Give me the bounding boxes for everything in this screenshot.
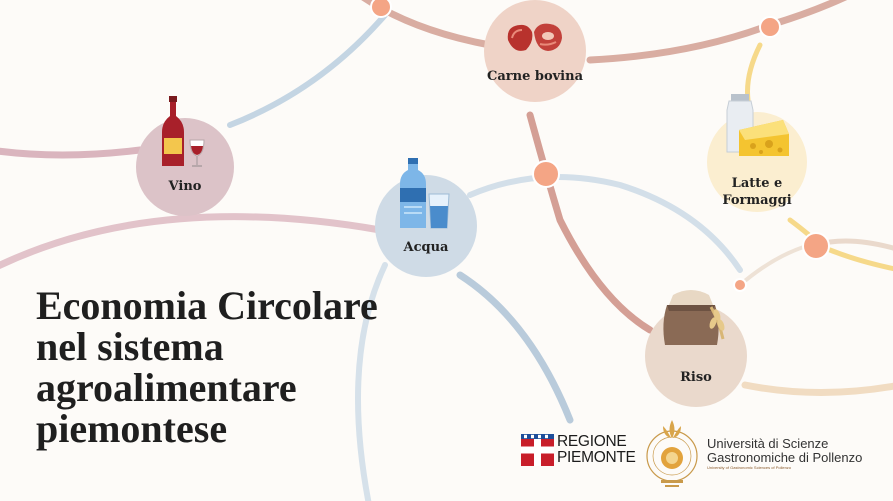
rice-sack-icon [663, 290, 725, 345]
node-label-carne: Carne bovina [487, 69, 583, 85]
regione-text: REGIONE PIEMONTE [557, 433, 636, 466]
node-latte-formaggi: Latte e Formaggi [707, 94, 807, 212]
arc-right-tan [827, 238, 893, 251]
unisg-seal-icon [646, 420, 698, 487]
arc-carne-right [586, 21, 774, 64]
wine-bottle-glass-icon [162, 96, 205, 167]
unisg-logo: Università di Scienze Gastronomiche di P… [645, 416, 862, 492]
arc-acqua-bottom [355, 262, 388, 501]
arc-acqua-riso [456, 271, 574, 424]
title-line: agroalimentare [36, 365, 297, 410]
unisg-text: Università di Scienze Gastronomiche di P… [707, 436, 863, 471]
node-vino: Vino [136, 96, 234, 216]
node-riso: Riso [645, 290, 747, 407]
node-label-riso: Riso [680, 370, 712, 386]
arc-middle-blue [467, 174, 743, 273]
junction-dot [759, 16, 781, 38]
title-line: nel sistema [36, 324, 224, 369]
arc-riso-left [738, 243, 812, 287]
node-label-latte: Latte e Formaggi [722, 175, 792, 209]
arc-latte-top [745, 42, 763, 103]
title-line: piemontese [36, 406, 228, 451]
piemonte-flag-icon [521, 434, 554, 466]
regione-piemonte-logo: REGIONE PIEMONTE [521, 434, 636, 466]
junction-dot [733, 278, 747, 292]
steak-icon [507, 23, 562, 51]
water-bottle-glass-icon [400, 158, 450, 229]
page-title: Economia Circolare nel sistema agroalime… [36, 285, 378, 449]
arc-carne-riso [526, 111, 654, 334]
node-acqua: Acqua [375, 158, 477, 277]
node-label-vino: Vino [168, 179, 202, 195]
junction-dot [802, 232, 830, 260]
arc-top-blue [227, 12, 388, 128]
junction-dot [370, 0, 392, 18]
arc-vino-left [0, 146, 144, 159]
title-line: Economia Circolare [36, 283, 378, 328]
junction-dot [532, 160, 560, 188]
milk-cheese-icon [726, 94, 789, 156]
arc-bottom-left [0, 213, 384, 270]
node-label-acqua: Acqua [403, 240, 449, 256]
arc-right-yellow [827, 247, 893, 272]
node-carne-bovina: Carne bovina [484, 0, 586, 102]
arc-top-right [766, 0, 848, 29]
arc-riso-right [741, 381, 893, 396]
